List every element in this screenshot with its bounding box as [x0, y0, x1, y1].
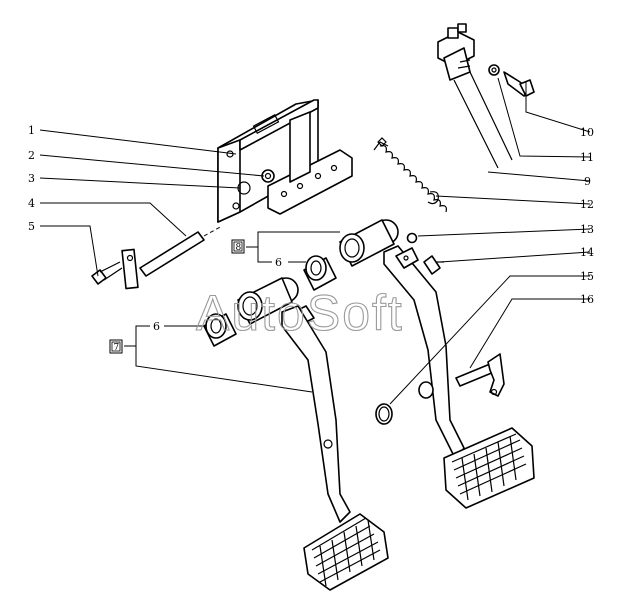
- callout-15: 15: [580, 270, 594, 283]
- callout-14: 14: [580, 246, 594, 259]
- brake-pedal: [339, 219, 535, 509]
- callout-10: 10: [580, 126, 594, 139]
- brake-pad-tread: [451, 433, 527, 501]
- callout-5: 5: [28, 220, 35, 233]
- watermark: AutoSoft: [196, 285, 404, 341]
- clutch-pad-tread: [311, 517, 381, 587]
- bolt-part-5: [91, 261, 123, 285]
- linkage-rod-part-16: [455, 353, 505, 397]
- bushing-upper: [303, 255, 337, 291]
- washer-part-11: [488, 64, 500, 76]
- pivot-pin: [121, 225, 223, 290]
- boxed-callout-7: 7: [109, 339, 123, 354]
- callout-7: 7: [114, 343, 120, 353]
- callout-labels: 1 2 3 4 5 6 6 9 10 11 12 13 14 15 16: [28, 124, 594, 333]
- callout-2: 2: [28, 149, 35, 162]
- callout-6-upper: 6: [275, 256, 282, 269]
- callout-9: 9: [584, 175, 591, 188]
- callout-3: 3: [28, 172, 35, 185]
- callout-4: 4: [28, 197, 35, 210]
- boxed-callout-8: 8: [231, 239, 245, 254]
- leader-lines: [39, 77, 591, 405]
- callout-6-lower: 6: [153, 320, 160, 333]
- mounting-bracket: [217, 99, 353, 223]
- bushing-lower: [203, 313, 237, 347]
- callout-8: 8: [236, 243, 242, 253]
- nut-part-13: [406, 232, 418, 244]
- screw-part-10: [503, 71, 535, 97]
- callout-13: 13: [580, 223, 594, 236]
- pedal-switch: [437, 23, 513, 169]
- bolt-part-14: [423, 255, 444, 275]
- o-ring-part-15: [375, 403, 393, 425]
- callout-11: 11: [580, 151, 594, 164]
- brake-arm-bushing: [418, 381, 434, 399]
- callout-16: 16: [580, 293, 594, 306]
- callout-1: 1: [28, 124, 35, 137]
- callout-12: 12: [580, 198, 594, 211]
- return-spring: [373, 137, 447, 213]
- clutch-pedal: [237, 277, 389, 591]
